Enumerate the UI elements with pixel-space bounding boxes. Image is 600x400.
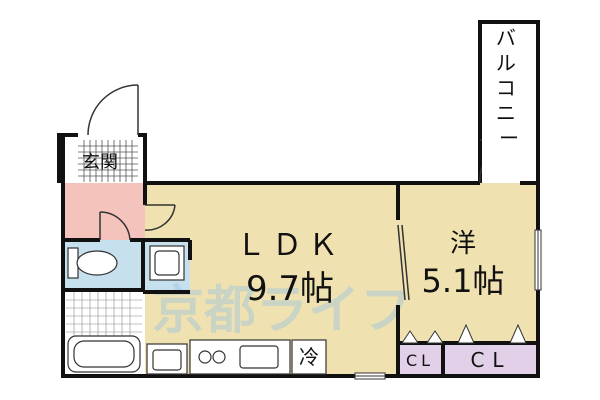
wall-block <box>57 133 65 183</box>
balcony-label: バ ル コ ニ ー <box>496 26 522 150</box>
entrance-label: 玄関 <box>82 152 118 173</box>
balcony-char: コ <box>496 76 516 100</box>
fridge-space <box>291 339 327 375</box>
closet-right-floor <box>445 343 538 375</box>
balcony-char: ル <box>496 51 516 75</box>
balcony-floor <box>482 24 536 181</box>
ldk-size-label: 9.7帖 <box>246 269 334 309</box>
bathtub-fixture <box>67 335 141 373</box>
closet-door-marks <box>401 323 527 344</box>
closet-left-floor <box>398 343 442 375</box>
balcony-char: バ <box>496 26 516 50</box>
washer-space <box>146 343 188 375</box>
kitchen-counter <box>189 339 291 375</box>
western-room-floor <box>398 183 538 343</box>
closet-right-label: CL <box>470 348 511 372</box>
entrance-tiles <box>78 140 138 182</box>
fridge-label: 冷 <box>299 345 319 369</box>
ldk-name-label: ＬＤＫ <box>236 228 344 263</box>
washbasin-fixture <box>149 245 185 281</box>
balcony-char: ー <box>499 126 519 150</box>
balcony-char: ニ <box>496 101 516 125</box>
watermark-text: 京都ライフ <box>152 281 412 341</box>
western-room-name-label: 洋 <box>450 229 476 259</box>
windows <box>354 229 542 380</box>
western-room-size-label: 5.1帖 <box>422 262 505 300</box>
closet-left-label: CL <box>406 351 434 370</box>
toilet-fixture <box>67 247 118 279</box>
